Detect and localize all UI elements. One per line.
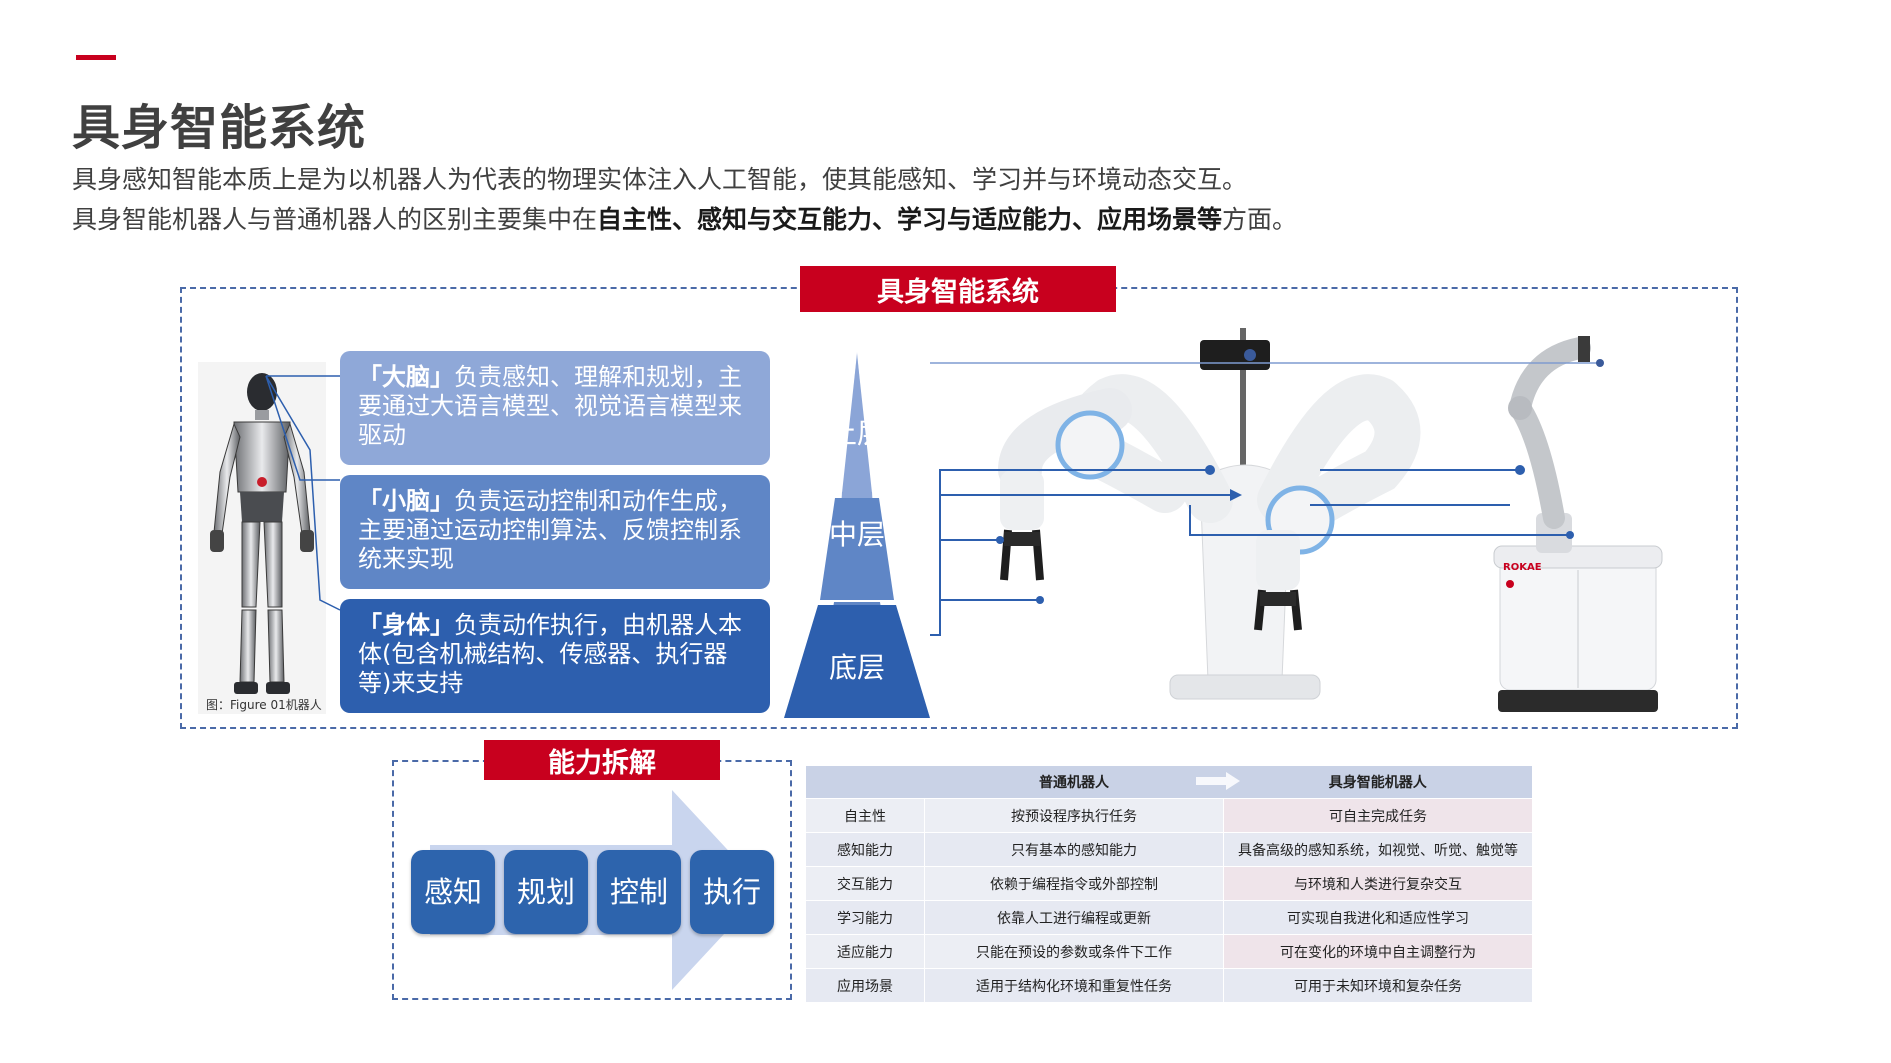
table-row: 学习能力依靠人工进行编程或更新可实现自我进化和适应性学习 xyxy=(806,900,1532,935)
comparison-table: 普通机器人 具身智能机器人 自主性按预设程序执行任务可自主完成任务 感知能力只有… xyxy=(806,766,1532,1002)
pyramid-label-middle: 中层 xyxy=(828,518,885,551)
title-accent-bar xyxy=(76,55,116,60)
system-panel-tag: 具身智能系统 xyxy=(800,266,1116,312)
header-empty xyxy=(806,766,925,799)
role-brain-text: 负责感知、理解和规划，主要通过大语言模型、视觉语言模型来驱动 xyxy=(358,363,742,449)
mobile-manipulator-image xyxy=(1493,336,1663,712)
dual-arm-robot-image xyxy=(998,328,1421,700)
role-body-text: 负责动作执行，由机器人本体(包含机械结构、传感器、执行器等)来支持 xyxy=(358,611,742,697)
header-embodied-robot: 具身智能机器人 xyxy=(1223,766,1532,799)
intro-line-2-prefix: 具身智能机器人与普通机器人的区别主要集中在 xyxy=(72,205,598,234)
header-arrow-icon xyxy=(1196,772,1240,790)
pyramid-label-bottom: 底层 xyxy=(828,651,885,684)
intro-line-2: 具身智能机器人与普通机器人的区别主要集中在自主性、感知与交互能力、学习与适应能力… xyxy=(72,200,1297,236)
page-title: 具身智能系统 xyxy=(72,100,367,156)
capability-panel-tag: 能力拆解 xyxy=(484,740,720,780)
capability-step-planning: 规划 xyxy=(504,850,588,934)
table-row: 自主性按预设程序执行任务可自主完成任务 xyxy=(806,798,1532,833)
table-row: 感知能力只有基本的感知能力具备高级的感知系统，如视觉、听觉、触觉等 xyxy=(806,832,1532,867)
figure-connector-lines xyxy=(265,375,341,611)
capability-step-control: 控制 xyxy=(597,850,681,934)
role-body-highlight: 「身体」 xyxy=(358,611,454,639)
capability-step-execution: 执行 xyxy=(690,850,774,934)
table-row: 应用场景适用于结构化环境和重复性任务可用于未知环境和复杂任务 xyxy=(806,968,1532,1002)
intro-line-2-highlight: 自主性、感知与交互能力、学习与适应能力、应用场景等 xyxy=(597,205,1223,234)
comparison-header-row: 普通机器人 具身智能机器人 xyxy=(806,766,1532,799)
role-cerebellum-highlight: 「小脑」 xyxy=(358,487,454,515)
intro-line-2-suffix: 方面。 xyxy=(1222,205,1298,234)
table-row: 交互能力依赖于编程指令或外部控制与环境和人类进行复杂交互 xyxy=(806,866,1532,901)
role-cerebellum-box: 「小脑」负责运动控制和动作生成，主要通过运动控制算法、反馈控制系统来实现 xyxy=(340,475,770,589)
layer-connector-lines xyxy=(930,359,1604,636)
robot-brand-label: ROKAE xyxy=(1503,562,1542,573)
role-body-box: 「身体」负责动作执行，由机器人本体(包含机械结构、传感器、执行器等)来支持 xyxy=(340,599,770,713)
role-brain-highlight: 「大脑」 xyxy=(358,363,454,391)
table-row: 适应能力只能在预设的参数或条件下工作可在变化的环境中自主调整行为 xyxy=(806,934,1532,969)
header-regular-robot: 普通机器人 xyxy=(924,766,1224,799)
intro-line-1: 具身感知智能本质上是为以机器人为代表的物理实体注入人工智能，使其能感知、学习并与… xyxy=(72,165,1248,194)
figure-caption: 图：Figure 01机器人 xyxy=(206,698,322,712)
capability-step-perception: 感知 xyxy=(411,850,495,934)
pyramid-bottom-layer xyxy=(782,350,932,720)
role-brain-box: 「大脑」负责感知、理解和规划，主要通过大语言模型、视觉语言模型来驱动 xyxy=(340,351,770,465)
role-cerebellum-text: 负责运动控制和动作生成，主要通过运动控制算法、反馈控制系统来实现 xyxy=(358,487,742,573)
pyramid-label-top: 上层 xyxy=(828,417,885,450)
